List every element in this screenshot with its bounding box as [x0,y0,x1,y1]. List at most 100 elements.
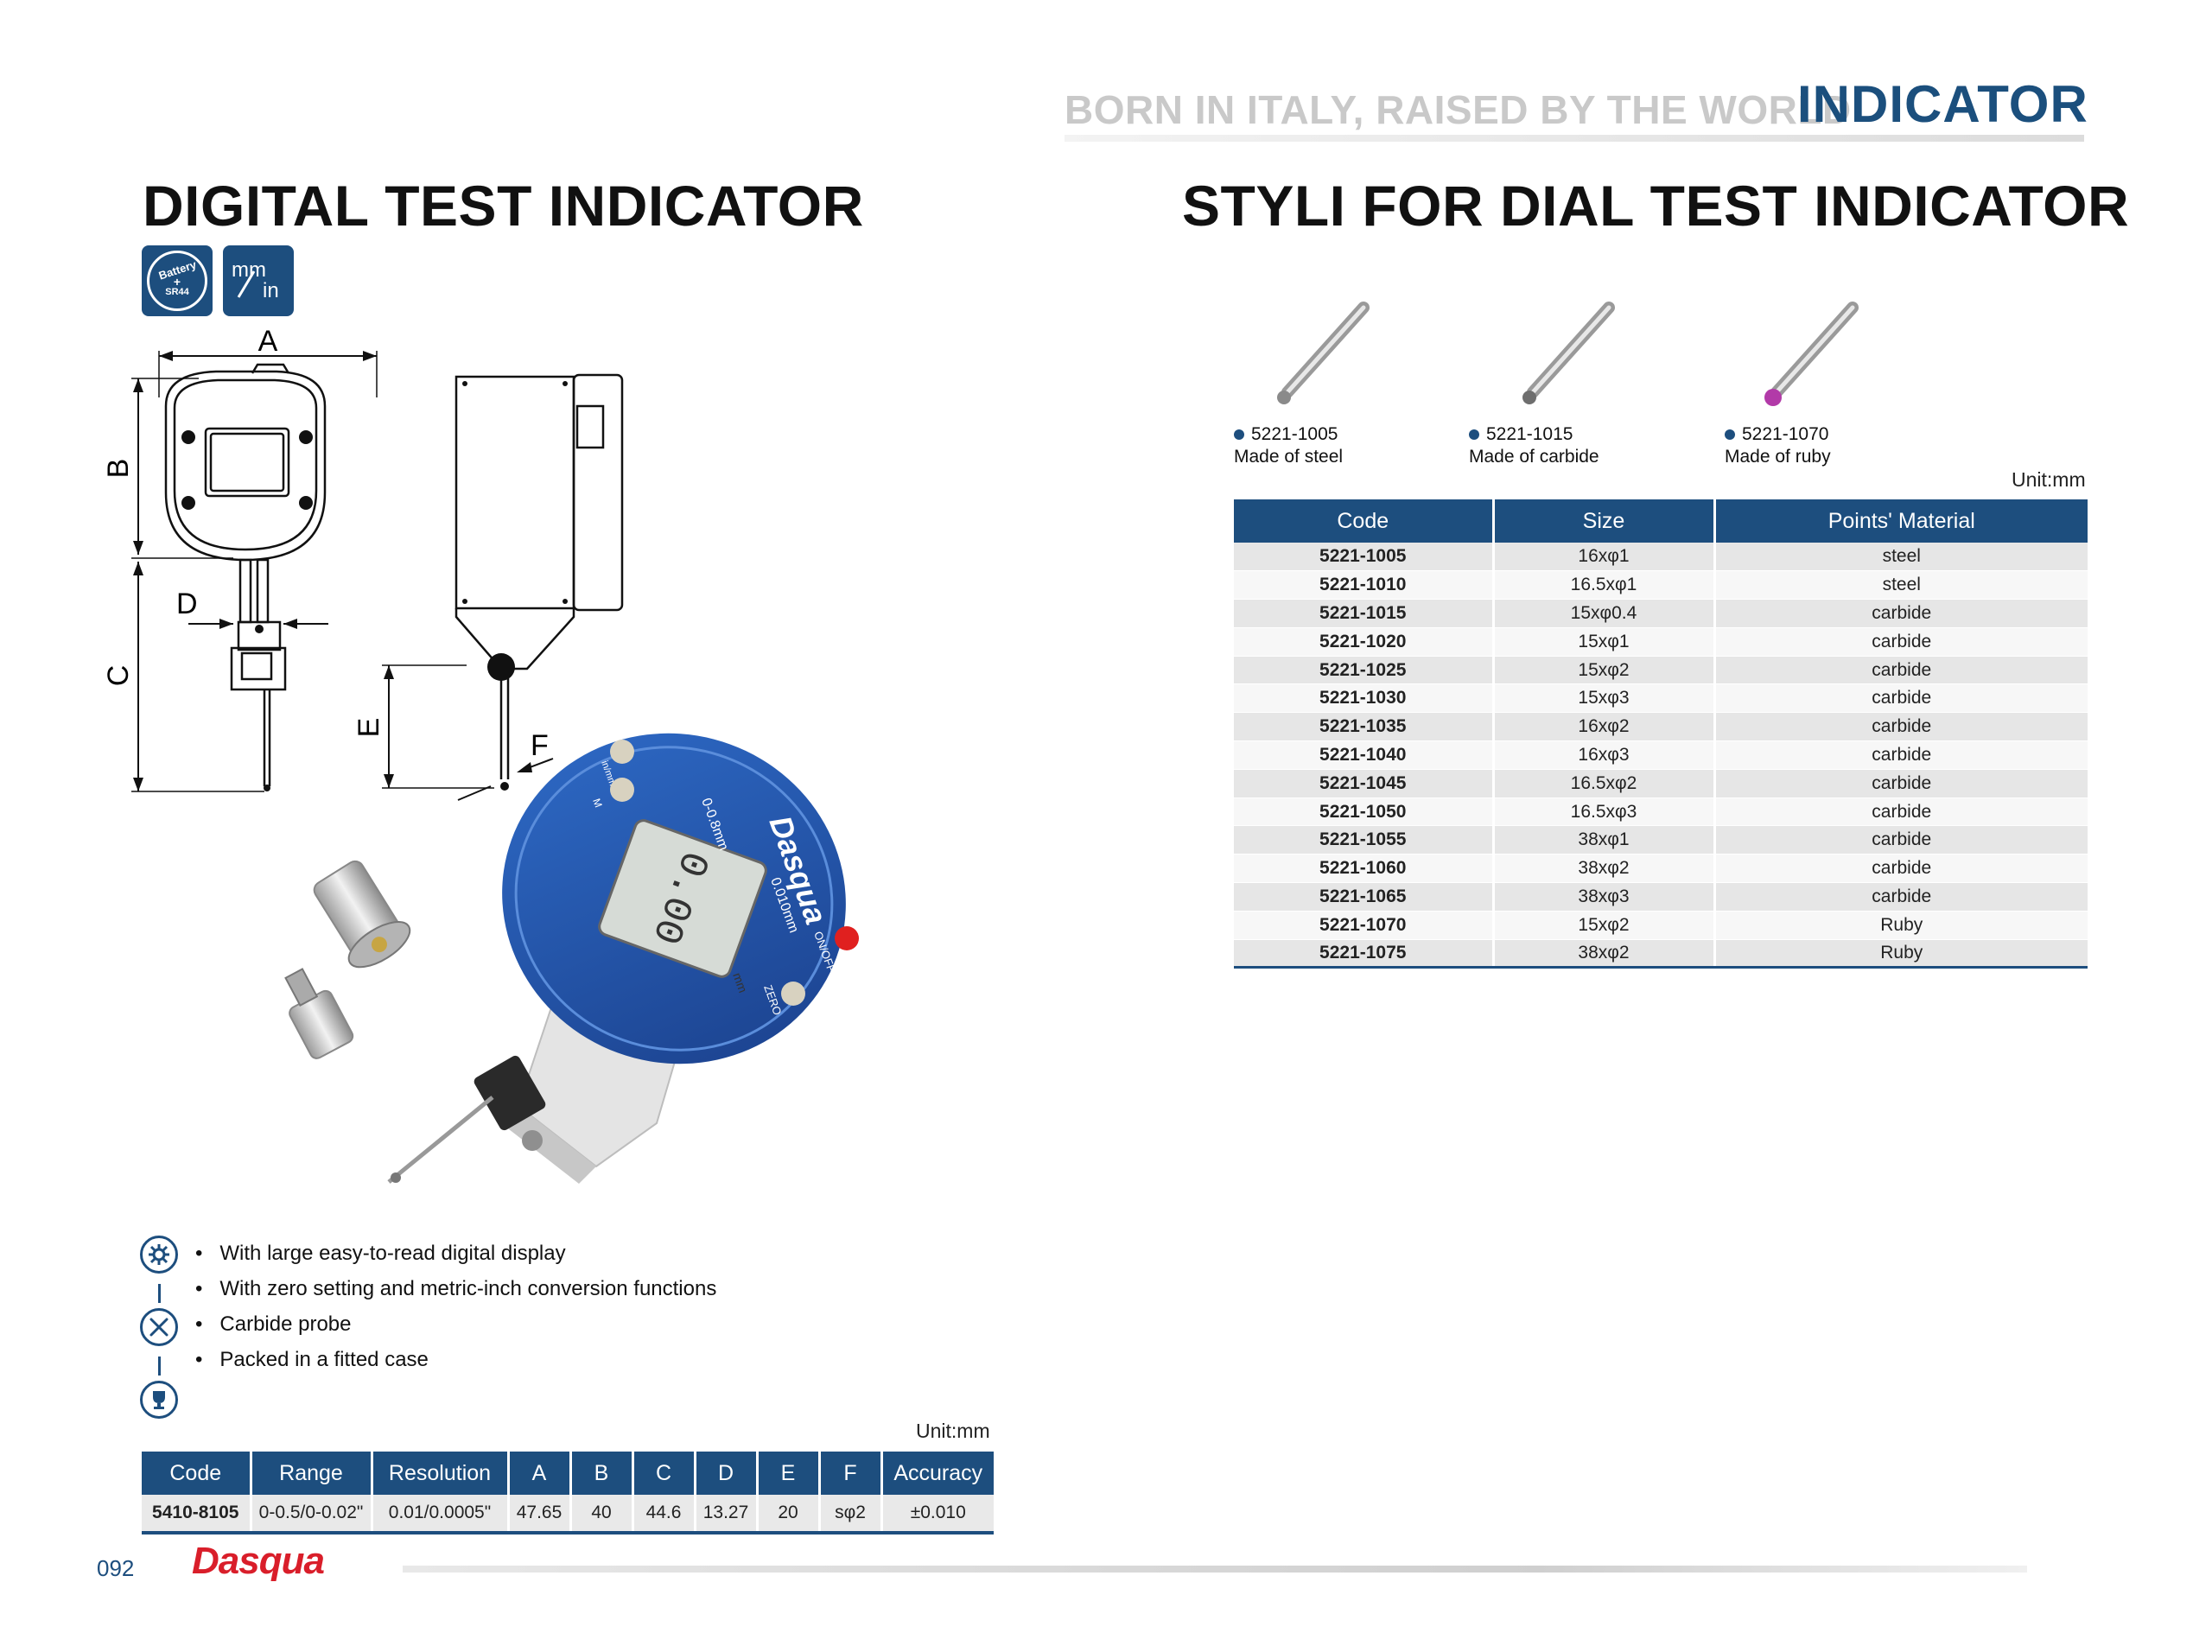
cell-material: steel [1713,570,2088,600]
feature-item: Packed in a fitted case [195,1342,716,1377]
cell-code: 5221-1060 [1234,854,1493,884]
battery-plus: + [173,275,181,289]
gear-icon [140,1236,178,1274]
styli-header-material: Points' Material [1713,499,2088,543]
cell-material: carbide [1713,599,2088,628]
stylus-material: Made of steel [1234,447,1344,467]
spec-cell-e: 20 [755,1495,819,1534]
stylus-caption-ruby: 5221-1070 Made of ruby [1725,423,1831,468]
dim-label-e: E [353,718,385,738]
cell-size: 15xφ2 [1491,911,1714,940]
cell-material: carbide [1713,712,2088,742]
metric-inch-icon: mm in [223,245,294,316]
spec-header-accuracy: Accuracy [880,1452,994,1495]
cell-size: 16.5xφ3 [1491,797,1714,827]
header-tagline: BORN IN ITALY, RAISED BY THE WORLD [1065,87,1852,132]
styli-table-header: Code Size Points' Material [1234,499,2088,543]
cell-code: 5221-1035 [1234,712,1493,742]
icon-connector [158,1357,161,1376]
unit-mm-label: mm [232,258,266,282]
tools-icon [140,1308,178,1346]
cell-size: 16.5xφ2 [1491,769,1714,798]
dim-label-b: B [104,459,135,479]
header-category: INDICATOR [1797,75,2088,133]
cell-size: 15xφ1 [1491,627,1714,657]
stylus-caption-carbide: 5221-1015 Made of carbide [1469,423,1599,468]
product-photo: 0.00 Dasqua 0-0.8mm 0.010mm mm ON/OFF ZE… [284,733,859,1184]
cell-material: carbide [1713,769,2088,798]
stylus-material: Made of ruby [1725,447,1831,467]
cell-size: 15xφ2 [1491,656,1714,685]
dim-label-d: D [176,588,198,620]
feature-list: With large easy-to-read digital display … [195,1236,716,1377]
spec-table-unit: Unit:mm [916,1420,990,1442]
cell-material: carbide [1713,683,2088,714]
cell-code: 5221-1010 [1234,570,1493,600]
cell-size: 16xφ1 [1491,543,1714,572]
stylus-material: Made of carbide [1469,447,1599,467]
cell-code: 5221-1030 [1234,683,1493,714]
stylus-steel-image [1277,302,1370,404]
dim-label-f: F [531,729,549,762]
brand-logo: Dasqua [192,1540,325,1582]
cell-code: 5221-1025 [1234,656,1493,685]
spec-cell-a: 47.65 [506,1495,570,1534]
stylus-code: 5221-1070 [1742,424,1829,444]
spec-header-code: Code [142,1452,251,1495]
cell-material: carbide [1713,797,2088,827]
spec-header-b: B [569,1452,632,1495]
photo-m-text: M [590,797,605,809]
cell-code: 5221-1040 [1234,740,1493,770]
digital-indicator-title: DIGITAL TEST INDICATOR [143,174,864,238]
cell-material: Ruby [1713,939,2088,969]
spec-header-d: D [693,1452,757,1495]
stylus-carbide-image [1522,302,1615,404]
footer-divider [403,1566,2027,1573]
slash-icon [237,270,256,298]
cell-size: 38xφ2 [1491,854,1714,884]
icon-connector [158,1284,161,1303]
stylus-code: 5221-1005 [1251,424,1338,444]
spec-header-range: Range [249,1452,372,1495]
cell-code: 5221-1070 [1234,911,1493,940]
spec-cell-c: 44.6 [631,1495,695,1534]
styli-table-unit: Unit:mm [2012,468,2086,491]
cell-size: 15xφ0.4 [1491,599,1714,628]
styli-title: STYLI FOR DIAL TEST INDICATOR [1182,174,2130,238]
cell-size: 38xφ1 [1491,825,1714,855]
bullet-icon [1725,429,1735,441]
cell-material: carbide [1713,740,2088,770]
spec-table: Code Range Resolution A B C D E F Accura… [142,1452,994,1534]
cell-code: 5221-1015 [1234,599,1493,628]
spec-cell-accuracy: ±0.010 [880,1495,994,1534]
cell-size: 16xφ3 [1491,740,1714,770]
stylus-ruby-image [1764,302,1859,406]
cell-code: 5221-1005 [1234,543,1493,572]
dim-label-c: C [104,665,135,687]
cell-code: 5221-1055 [1234,825,1493,855]
unit-in-label: in [263,279,279,302]
feature-item: With zero setting and metric-inch conver… [195,1271,716,1306]
cell-size: 15xφ3 [1491,683,1714,714]
cell-size: 38xφ2 [1491,939,1714,969]
cell-material: carbide [1713,882,2088,912]
spec-cell-range: 0-0.5/0-0.02" [249,1495,372,1534]
spec-cell-d: 13.27 [693,1495,757,1534]
spec-cell-code: 5410-8105 [142,1495,251,1534]
battery-type: SR44 [165,287,189,297]
cell-size: 38xφ3 [1491,882,1714,912]
trophy-icon [140,1381,178,1419]
cell-material: Ruby [1713,911,2088,940]
dim-label-a: A [258,325,278,358]
